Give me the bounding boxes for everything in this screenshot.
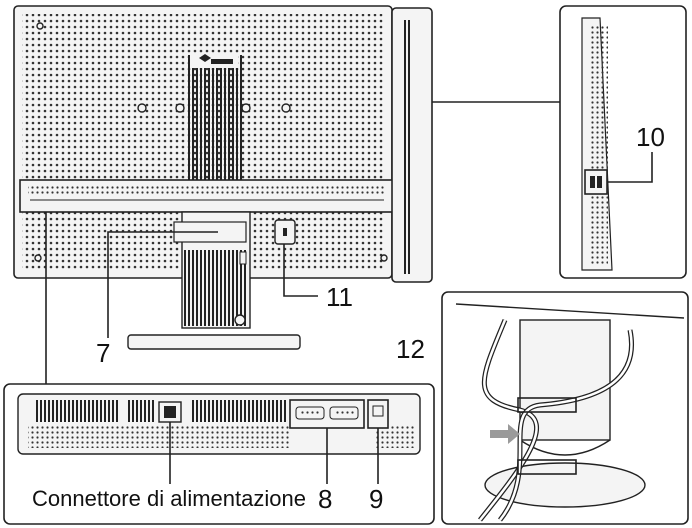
- arrow-icon: [490, 424, 520, 444]
- security-lock-slot: [274, 219, 296, 245]
- callout-9: 9: [369, 484, 384, 514]
- cable-holder-inset: [441, 291, 689, 525]
- callout-11: 11: [326, 282, 353, 312]
- callout-8: 8: [318, 484, 333, 514]
- bottom-view-inset: [3, 383, 435, 525]
- callout-10: 10: [636, 122, 665, 152]
- side-edge-highlight: [391, 7, 433, 283]
- leader-lines: [45, 152, 653, 484]
- side-view-inset: [559, 5, 687, 279]
- vesa-mount-holes: [34, 22, 388, 262]
- stand-bar-highlight: [19, 179, 395, 213]
- power-connector-label: Connettore di alimentazione: [32, 486, 306, 511]
- callout-12: 12: [396, 334, 425, 364]
- callout-7: 7: [96, 338, 111, 368]
- eizo-logo: [199, 54, 233, 64]
